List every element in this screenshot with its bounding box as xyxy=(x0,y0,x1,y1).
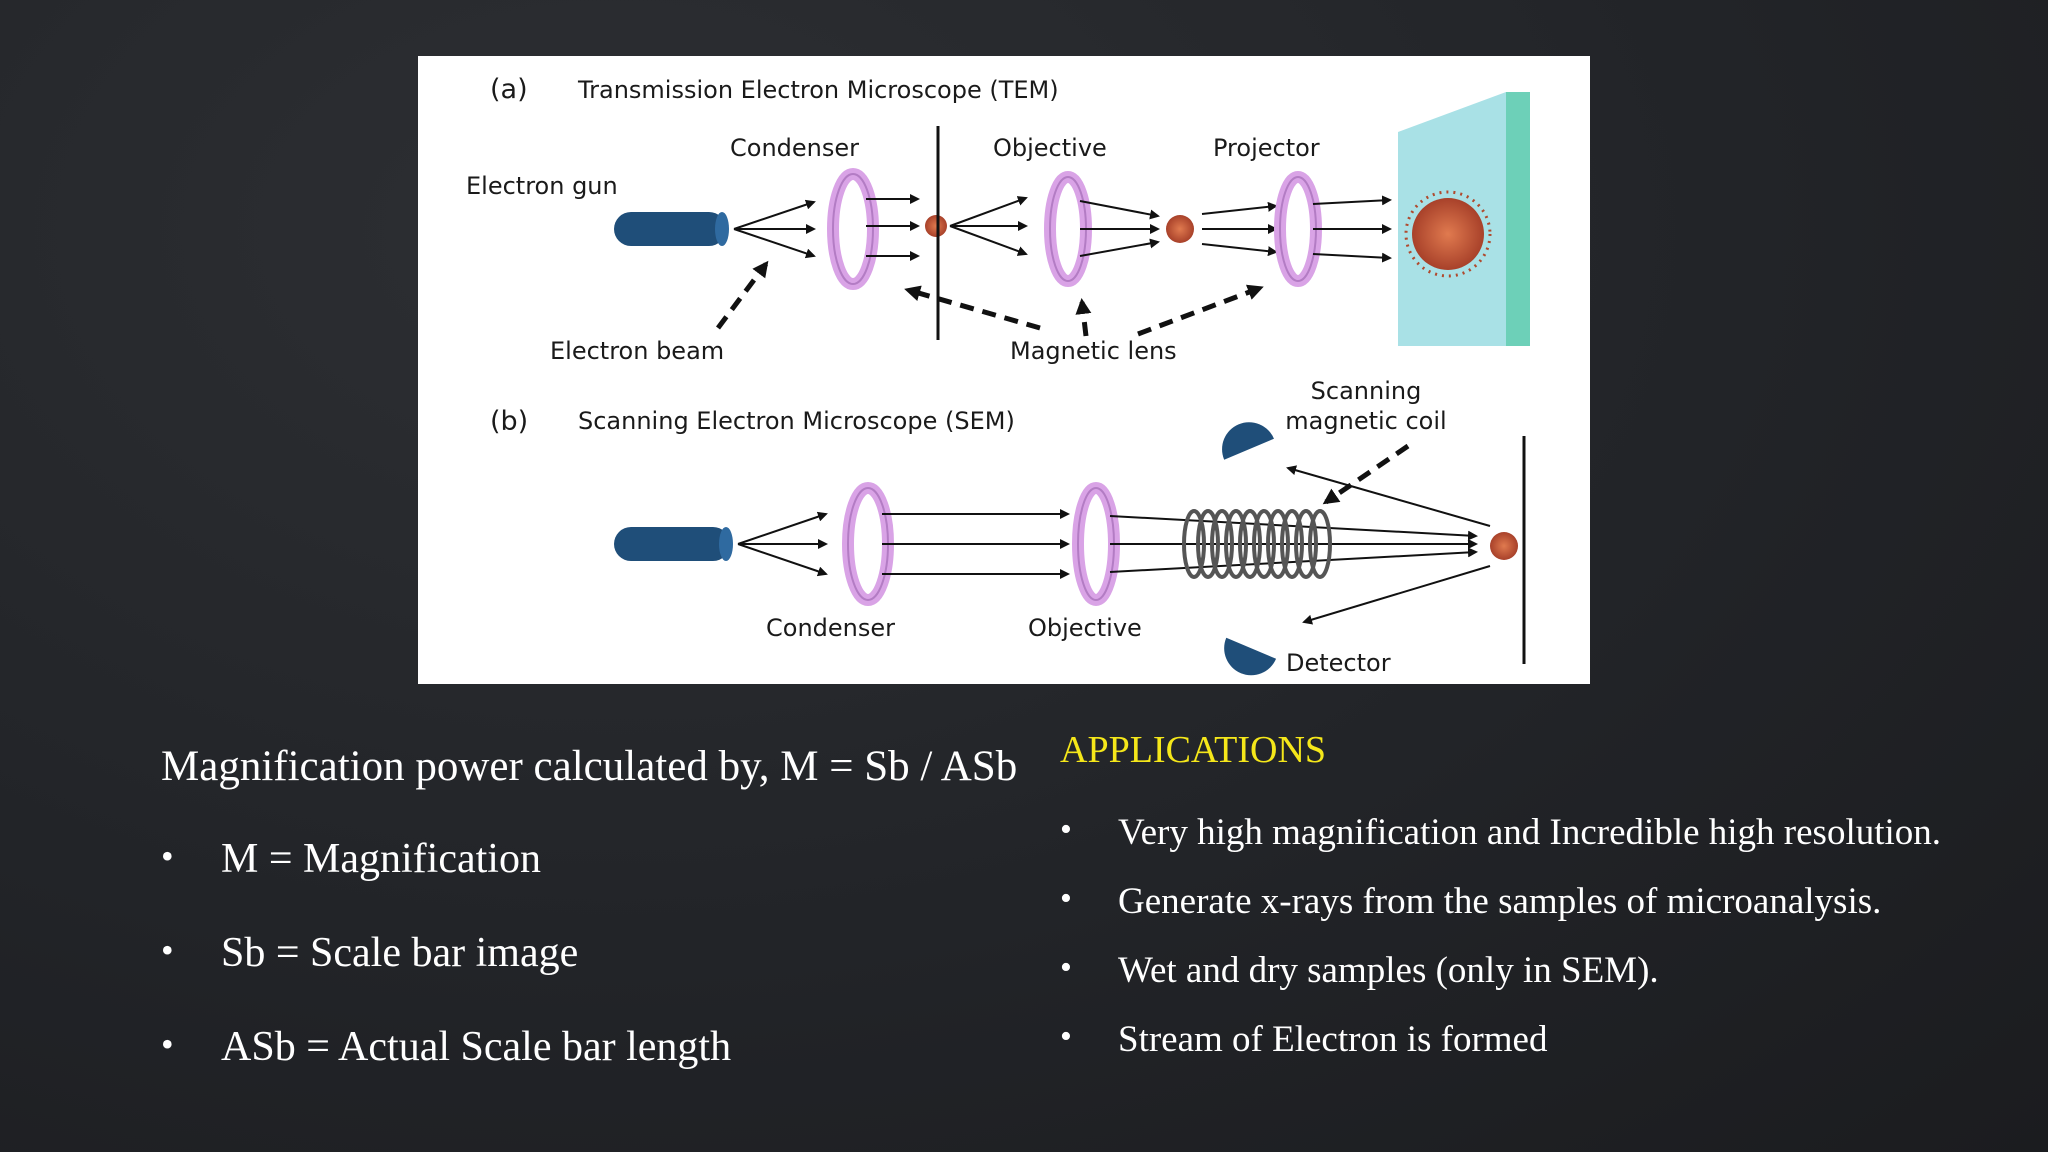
application-item: Wet and dry samples (only in SEM). xyxy=(1060,949,1941,1018)
tem-electron-beam-label: Electron beam xyxy=(550,337,724,365)
sem-title: Scanning Electron Microscope (SEM) xyxy=(578,407,1015,435)
sem-detector-bottom xyxy=(1224,637,1277,676)
sem-panel-label: (b) xyxy=(490,406,528,437)
sem-beam-rays xyxy=(737,511,828,577)
tem-electron-gun xyxy=(614,212,729,246)
tem-sem-schematic: (a) Transmission Electron Microscope (TE… xyxy=(466,74,1530,677)
tem-panel-label: (a) xyxy=(490,74,528,105)
tem-title: Transmission Electron Microscope (TEM) xyxy=(577,76,1059,104)
tem-projector-label: Projector xyxy=(1213,134,1320,162)
sem-objective-label: Objective xyxy=(1028,614,1142,642)
definition-item: M = Magnification xyxy=(161,835,731,929)
application-item: Very high magnification and Incredible h… xyxy=(1060,811,1941,880)
application-item: Generate x-rays from the samples of micr… xyxy=(1060,880,1941,949)
magnification-formula: Magnification power calculated by, M = S… xyxy=(161,743,1018,790)
tem-final-image xyxy=(1412,198,1484,270)
microscope-diagram: (a) Transmission Electron Microscope (TE… xyxy=(418,56,1590,684)
sem-coil-label-arrow xyxy=(1322,443,1410,505)
tem-intermediate-image xyxy=(1166,215,1194,243)
sem-specimen xyxy=(1490,532,1518,560)
tem-beam-rays xyxy=(733,199,816,259)
tem-electron-gun-label: Electron gun xyxy=(466,172,618,200)
sem-signal-arrows xyxy=(1286,465,1491,625)
sem-scanning-coil xyxy=(1182,509,1332,579)
definition-item: Sb = Scale bar image xyxy=(161,929,731,1023)
tem-projector-lens xyxy=(1274,171,1322,287)
sem-detector-top xyxy=(1222,422,1274,460)
sem-electron-gun xyxy=(614,527,733,561)
tem-label-arrows xyxy=(716,260,1264,337)
application-item: Stream of Electron is formed xyxy=(1060,1018,1941,1087)
tem-condenser-lens xyxy=(827,168,879,290)
tem-objective-label: Objective xyxy=(993,134,1107,162)
applications-list: Very high magnification and Incredible h… xyxy=(1060,811,1941,1087)
definition-item: ASb = Actual Scale bar length xyxy=(161,1023,731,1117)
applications-heading: APPLICATIONS xyxy=(1060,729,1327,771)
magnification-definitions: M = Magnification Sb = Scale bar image A… xyxy=(161,835,731,1117)
sem-scanning-coil-label-2: magnetic coil xyxy=(1285,407,1446,435)
sem-scanning-coil-label-1: Scanning xyxy=(1311,377,1422,405)
sem-detector-label: Detector xyxy=(1286,649,1391,677)
tem-specimen xyxy=(925,215,947,237)
tem-condenser-label: Condenser xyxy=(730,134,859,162)
sem-condenser-label: Condenser xyxy=(766,614,895,642)
tem-magnetic-lens-label: Magnetic lens xyxy=(1010,337,1177,365)
sem-objective-lens xyxy=(1072,482,1120,606)
